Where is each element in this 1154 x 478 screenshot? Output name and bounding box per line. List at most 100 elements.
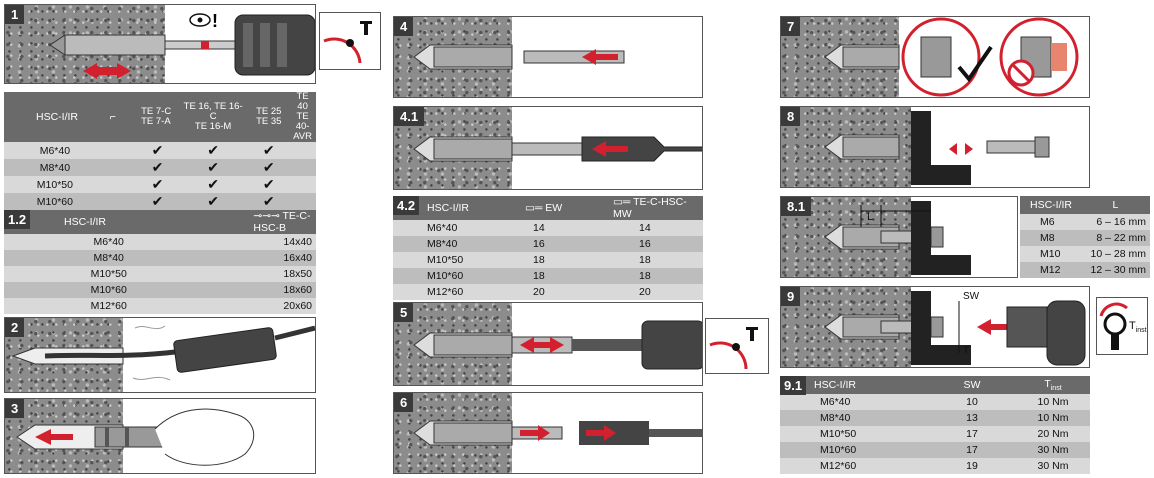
drill-bit-icon: ⌐ bbox=[109, 111, 116, 123]
step-number: 1.1 bbox=[4, 92, 31, 111]
wrench-size-label: SW bbox=[963, 291, 980, 302]
step-number: 9.1 bbox=[780, 376, 807, 395]
step-number: 8.1 bbox=[781, 197, 812, 216]
step-number: 1.2 bbox=[4, 210, 31, 229]
torque-label: T bbox=[963, 345, 970, 356]
setting-check-illustration bbox=[824, 17, 1079, 97]
setting-tool-illustration bbox=[413, 44, 625, 70]
step-8-1-panel: 8.1 L bbox=[780, 196, 1018, 278]
step-number: 6 bbox=[394, 393, 414, 412]
table-row: M8*40✔✔✔ bbox=[4, 159, 316, 176]
table-row: M10*50✔✔✔ bbox=[4, 176, 316, 193]
col-header: SW bbox=[963, 379, 981, 391]
table-header: HSC-I/IR ▭═ EW ▭═ TE-C-HSC-MW bbox=[393, 196, 703, 220]
step-number: 2 bbox=[5, 318, 25, 337]
col-header: ▭═ EW bbox=[525, 202, 563, 214]
col-header: HSC-I/IR bbox=[814, 379, 856, 391]
hammer-mode-icon bbox=[323, 21, 372, 64]
step-6-panel: 6 bbox=[393, 392, 703, 474]
drilling-illustration: ! bbox=[49, 11, 315, 79]
table-header: HSC-I/IR SW Tinst bbox=[780, 376, 1090, 394]
step-1-panel: 1 ! bbox=[4, 4, 316, 84]
step-4-1-panel: 4.1 bbox=[393, 106, 703, 190]
stop-drill-icon: ⊸⊸⊸ bbox=[253, 210, 283, 222]
col-header: HSC-I/IR bbox=[1030, 199, 1072, 211]
table-header: HSC-I/IR ⊸⊸⊸ TE-C-HSC-B bbox=[4, 210, 316, 234]
step-3-panel: 3 bbox=[4, 398, 316, 474]
svg-text:!: ! bbox=[212, 11, 218, 31]
step-9-panel: 9 SW T bbox=[780, 286, 1090, 368]
col-header: TE 16, TE 16-C TE 16-M bbox=[183, 101, 243, 132]
tool-removal-illustration bbox=[413, 420, 702, 446]
col-header: HSC-I/IR bbox=[36, 111, 78, 123]
col-header: HSC-I/IR bbox=[64, 216, 106, 228]
step-number: 3 bbox=[5, 399, 25, 418]
torque-wrench-icon-box: Tinst bbox=[1096, 297, 1148, 355]
col-header: ▭═ TE-C-HSC-MW bbox=[613, 196, 687, 220]
col-header: TE 25 TE 35 bbox=[256, 106, 282, 127]
check-icon bbox=[957, 45, 993, 83]
step-number: 7 bbox=[781, 17, 801, 36]
torque-label: Tinst bbox=[1129, 320, 1147, 335]
step-7-panel: 7 bbox=[780, 16, 1090, 98]
hammer-mode-icon-box bbox=[705, 318, 769, 374]
col-header: L bbox=[1112, 199, 1119, 211]
table-row: M6*40✔✔✔ bbox=[4, 142, 316, 159]
step-4-panel: 4 bbox=[393, 16, 703, 98]
machine-setting-tool-illustration bbox=[413, 136, 702, 162]
anchor-insert-illustration bbox=[16, 408, 255, 466]
step-number: 9 bbox=[781, 287, 801, 306]
step-5-panel: 5 bbox=[393, 302, 703, 386]
machine-tool-icon: ▭═ bbox=[613, 196, 634, 208]
step-number: 4.1 bbox=[394, 107, 425, 126]
step-8-panel: 8 bbox=[780, 106, 1090, 188]
table-header: HSC-I/IR ⌐ TE 7-C TE 7-A TE 16, TE 16-C … bbox=[4, 92, 316, 142]
step-number: 4.2 bbox=[393, 196, 420, 215]
blowout-illustration bbox=[11, 325, 315, 381]
col-header: ⊸⊸⊸ TE-C-HSC-B bbox=[253, 210, 311, 234]
torque-wrench-icon bbox=[1099, 302, 1128, 350]
step-number: 8 bbox=[781, 107, 801, 126]
step-number: 1 bbox=[5, 5, 25, 24]
col-header: Tinst bbox=[1044, 377, 1062, 393]
drill-compatibility-table: HSC-I/IR ⌐ TE 7-C TE 7-A TE 16, TE 16-C … bbox=[4, 92, 316, 227]
rotation-hammer-icon-box bbox=[319, 12, 381, 70]
table-header: HSC-I/IR L bbox=[1020, 196, 1150, 214]
hand-tool-icon: ▭═ bbox=[525, 202, 546, 214]
col-header: HSC-I/IR bbox=[427, 202, 469, 214]
hammer-setting-illustration bbox=[413, 320, 702, 370]
step-2-panel: 2 bbox=[4, 317, 316, 393]
fixture-placement-illustration bbox=[824, 111, 1050, 185]
step-number: 5 bbox=[394, 303, 414, 322]
bolt-length-illustration bbox=[824, 201, 971, 275]
hammer-mode-icon bbox=[709, 327, 758, 370]
length-label: L bbox=[867, 211, 874, 223]
step-number: 4 bbox=[394, 17, 414, 36]
torque-illustration bbox=[824, 291, 1086, 366]
col-header: TE 7-C TE 7-A bbox=[141, 106, 172, 127]
table-row: M10*60✔✔✔ bbox=[4, 193, 316, 210]
